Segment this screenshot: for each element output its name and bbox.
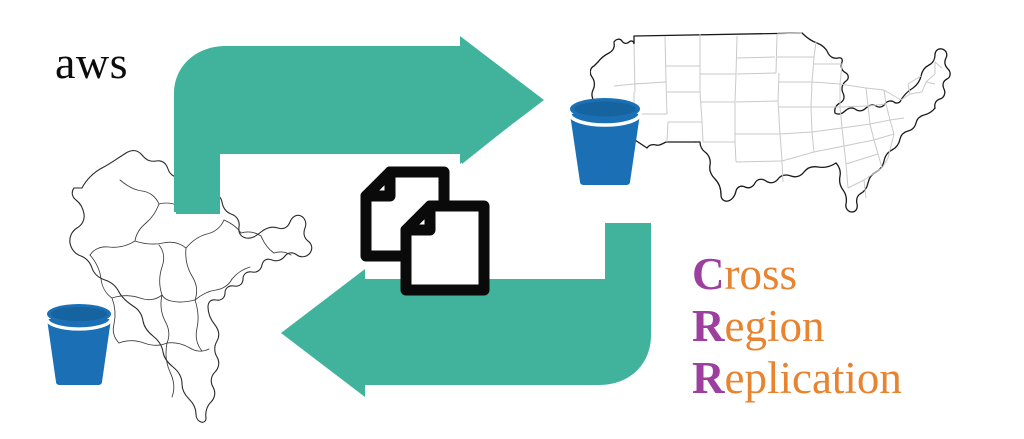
crr-capital-r1: R <box>692 301 725 351</box>
india-map <box>69 150 313 423</box>
crr-line-cross: Cross <box>692 248 992 300</box>
usa-map <box>590 32 972 213</box>
replication-arrow-to-india <box>281 223 651 397</box>
aws-wordmark: aws <box>55 37 129 88</box>
crr-rest-eplication: eplication <box>724 353 902 403</box>
replication-arrow-to-usa <box>174 36 544 214</box>
cross-region-replication-label: Cross Region Replication <box>692 248 992 404</box>
copy-documents-icon <box>360 166 490 296</box>
crr-rest-ross: ross <box>724 249 798 299</box>
s3-bucket-india <box>43 300 115 386</box>
s3-bucket-usa <box>566 94 644 186</box>
crr-line-region: Region <box>692 300 992 352</box>
crr-rest-egion: egion <box>724 301 825 351</box>
crr-line-replication: Replication <box>692 352 992 404</box>
crr-capital-c: C <box>692 249 725 299</box>
crr-capital-r2: R <box>692 353 725 403</box>
